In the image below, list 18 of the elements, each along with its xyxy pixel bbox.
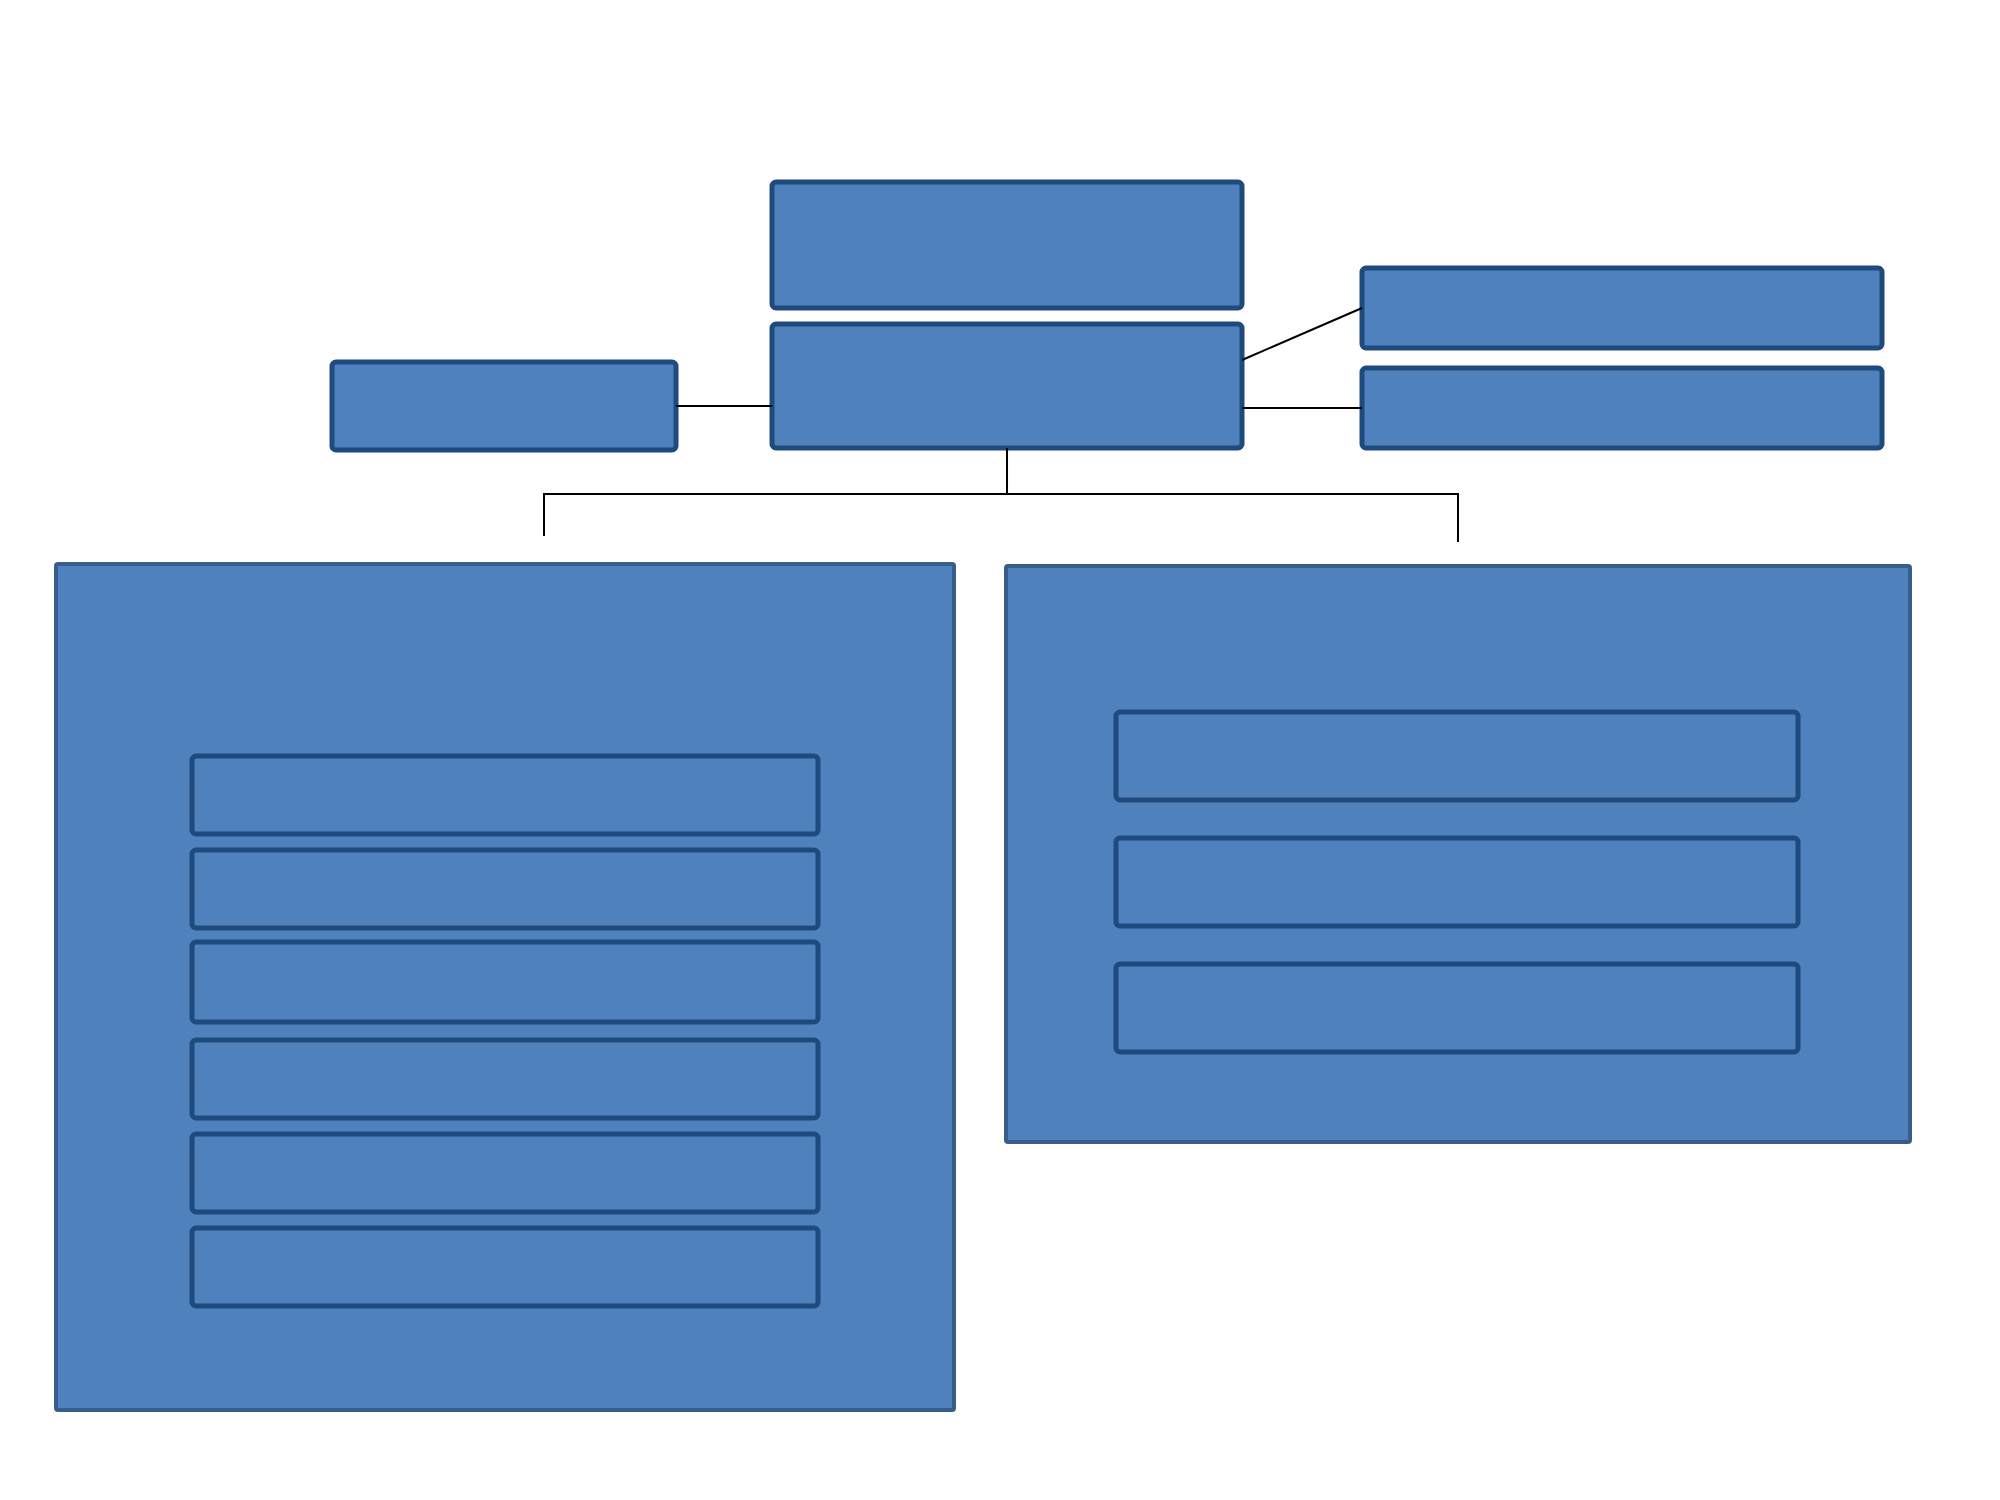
connector-line	[1241, 407, 1363, 409]
empty-box	[1113, 835, 1801, 929]
empty-box	[189, 939, 821, 1025]
empty-box	[769, 321, 1245, 451]
empty-box	[329, 359, 679, 453]
empty-box	[769, 179, 1245, 311]
connector-line	[1241, 307, 1363, 361]
empty-box	[1113, 961, 1801, 1055]
empty-box	[189, 1225, 821, 1309]
empty-box	[1359, 265, 1885, 351]
empty-box	[1359, 365, 1885, 451]
connector-line	[1006, 447, 1459, 543]
connector-line	[675, 405, 773, 407]
empty-box	[189, 1037, 821, 1121]
empty-box	[189, 1131, 821, 1215]
empty-box	[189, 847, 821, 931]
empty-box	[1113, 709, 1801, 803]
empty-box	[189, 753, 821, 837]
